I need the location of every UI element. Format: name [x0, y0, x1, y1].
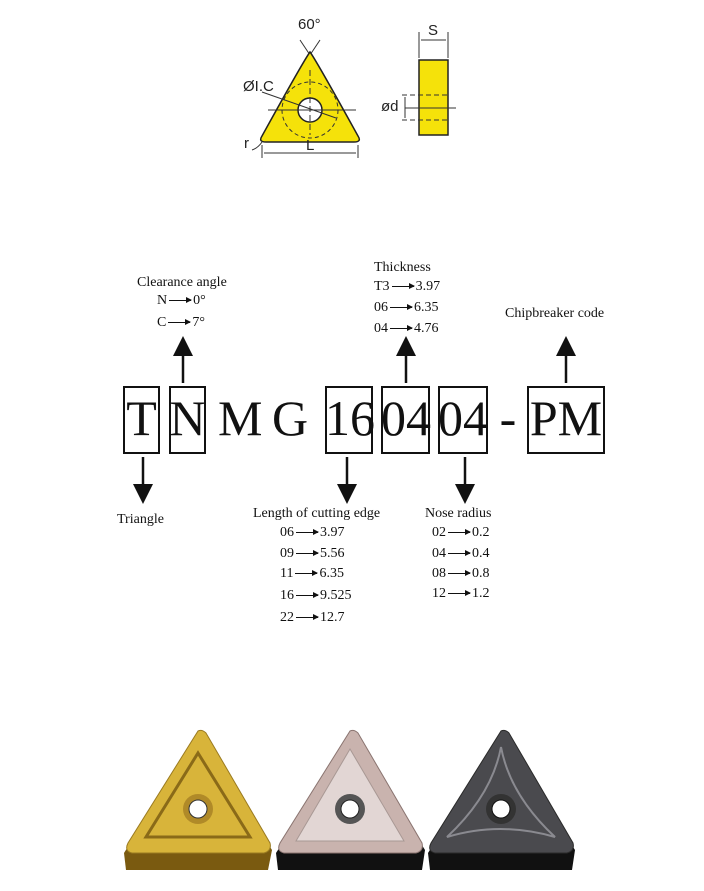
code-length: 16 — [325, 390, 375, 446]
silver-insert-photo — [276, 729, 425, 870]
hole-diameter-label: ød — [381, 98, 399, 115]
thickness-title: Thickness — [374, 260, 431, 275]
code-box-thickness — [381, 386, 430, 454]
code-thickness: 04 — [381, 390, 431, 446]
thickness-label: S — [428, 22, 439, 39]
inscribed-circle-label: ØI.C — [243, 78, 274, 95]
code-letter-shape: T — [126, 390, 157, 446]
dark-insert-photo — [428, 729, 575, 870]
code-nose: 04 — [438, 390, 488, 446]
code-box-length — [325, 386, 373, 454]
code-letter-clearance: N — [169, 390, 206, 446]
chipbreaker-title: Chipbreaker code — [505, 306, 605, 321]
length-title: Length of cutting edge — [253, 506, 381, 521]
code-chipbreaker: PM — [529, 390, 603, 446]
radius-label: r — [244, 135, 249, 152]
gold-insert-photo — [124, 729, 272, 870]
code-box-shape — [123, 386, 160, 454]
code-box-nose — [438, 386, 488, 454]
nose-title: Nose radius — [425, 506, 492, 521]
code-dash: - — [499, 390, 517, 446]
code-box-clearance — [169, 386, 206, 454]
code-box-chipbreaker — [527, 386, 605, 454]
shape-title: Triangle — [117, 512, 164, 527]
code-letter-type: G — [271, 390, 309, 446]
length-label: L — [306, 137, 315, 154]
angle-label: 60° — [298, 16, 321, 33]
insert-photos — [124, 729, 575, 870]
clearance-title: Clearance angle — [137, 275, 227, 290]
insert-top-view-drawing — [251, 32, 456, 158]
code-letter-tolerance: M — [218, 390, 263, 446]
